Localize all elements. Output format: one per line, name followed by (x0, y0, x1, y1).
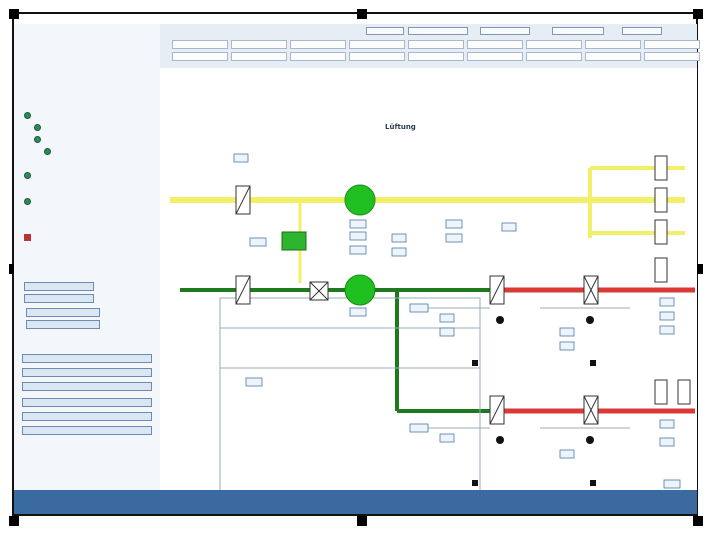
sidebar-button[interactable] (22, 382, 152, 391)
sidebar-button[interactable] (24, 294, 94, 303)
pump-icon (586, 316, 594, 324)
sidebar-button[interactable] (26, 320, 100, 329)
toolbar-button[interactable] (552, 27, 604, 35)
top-toolbar (160, 24, 700, 69)
supply-fan-icon (344, 184, 376, 216)
tree-item[interactable] (34, 124, 44, 131)
resize-handle-top-left[interactable] (9, 9, 19, 19)
filter-slash (235, 275, 251, 305)
pump-icon (496, 316, 504, 324)
exhaust-fan-icon (344, 274, 376, 306)
tab-tabs2-8[interactable] (644, 52, 700, 61)
node-dot-icon (24, 198, 31, 205)
toolbar-button[interactable] (622, 27, 662, 35)
scada-window: Lüftung (14, 24, 700, 514)
toolbar-button[interactable] (408, 27, 468, 35)
tree-item[interactable] (24, 198, 34, 205)
outlet-damper-icon (654, 155, 668, 181)
node-dot-icon (44, 148, 51, 155)
process-lines (219, 297, 630, 499)
valve-icon (472, 360, 478, 366)
filter-slash (235, 185, 251, 215)
sidebar (14, 24, 161, 490)
resize-handle-top[interactable] (357, 9, 367, 19)
tab-tabs2-6[interactable] (526, 52, 582, 61)
resize-handle-bottom-left[interactable] (9, 516, 19, 526)
resize-handle-top-right[interactable] (693, 9, 703, 19)
outlet-damper-icon (677, 379, 691, 405)
valve-icon (590, 360, 596, 366)
sidebar-button[interactable] (24, 282, 94, 291)
tab-tabs2-3[interactable] (349, 52, 405, 61)
resize-handle-bottom-right[interactable] (693, 516, 703, 526)
outlet-damper-icon (654, 257, 668, 283)
pump-icon (586, 436, 594, 444)
tree-item[interactable] (24, 112, 34, 119)
tab-tabs2-0[interactable] (172, 52, 228, 61)
plant-diagram: Lüftung (160, 68, 697, 509)
tree-item[interactable] (44, 148, 54, 155)
tree-item[interactable] (24, 172, 34, 179)
tab-tabs2-4[interactable] (408, 52, 464, 61)
node-dot-icon (24, 172, 31, 179)
sidebar-button[interactable] (22, 368, 152, 377)
tab-tabs1-4[interactable] (408, 40, 464, 49)
tab-tabs1-2[interactable] (290, 40, 346, 49)
node-dot-icon (34, 124, 41, 131)
diagram-title: Lüftung (385, 123, 416, 131)
node-dot-icon (24, 112, 31, 119)
cooler-icon (281, 231, 307, 251)
tab-tabs1-0[interactable] (172, 40, 228, 49)
outlet-damper-icon (654, 379, 668, 405)
resize-handle-bottom[interactable] (357, 516, 367, 526)
tab-tabs1-8[interactable] (644, 40, 700, 49)
sidebar-button[interactable] (22, 354, 152, 363)
tab-tabs2-7[interactable] (585, 52, 641, 61)
valve-icon (472, 480, 478, 486)
valve-icon (590, 480, 596, 486)
sidebar-button[interactable] (22, 398, 152, 407)
outlet-damper-icon (654, 219, 668, 245)
tab-tabs2-5[interactable] (467, 52, 523, 61)
tab-tabs2-2[interactable] (290, 52, 346, 61)
status-bar (14, 490, 697, 514)
resize-handle-right[interactable] (693, 264, 703, 274)
tab-tabs2-1[interactable] (231, 52, 287, 61)
alarm-icon (24, 234, 31, 241)
sidebar-button[interactable] (26, 308, 100, 317)
toolbar-button[interactable] (480, 27, 530, 35)
hvac-schematic: Lüftung (170, 123, 695, 509)
pump-icon (496, 436, 504, 444)
tab-tabs1-1[interactable] (231, 40, 287, 49)
value-boxes (233, 153, 681, 509)
node-dot-icon (34, 136, 41, 143)
toolbar-button[interactable] (366, 27, 404, 35)
tab-tabs1-6[interactable] (526, 40, 582, 49)
tree-item[interactable] (24, 234, 34, 241)
tab-tabs1-3[interactable] (349, 40, 405, 49)
sidebar-button[interactable] (22, 426, 152, 435)
tab-tabs1-7[interactable] (585, 40, 641, 49)
tree-item[interactable] (34, 136, 44, 143)
tab-tabs1-5[interactable] (467, 40, 523, 49)
outlet-damper-icon (654, 187, 668, 213)
sidebar-button[interactable] (22, 412, 152, 421)
